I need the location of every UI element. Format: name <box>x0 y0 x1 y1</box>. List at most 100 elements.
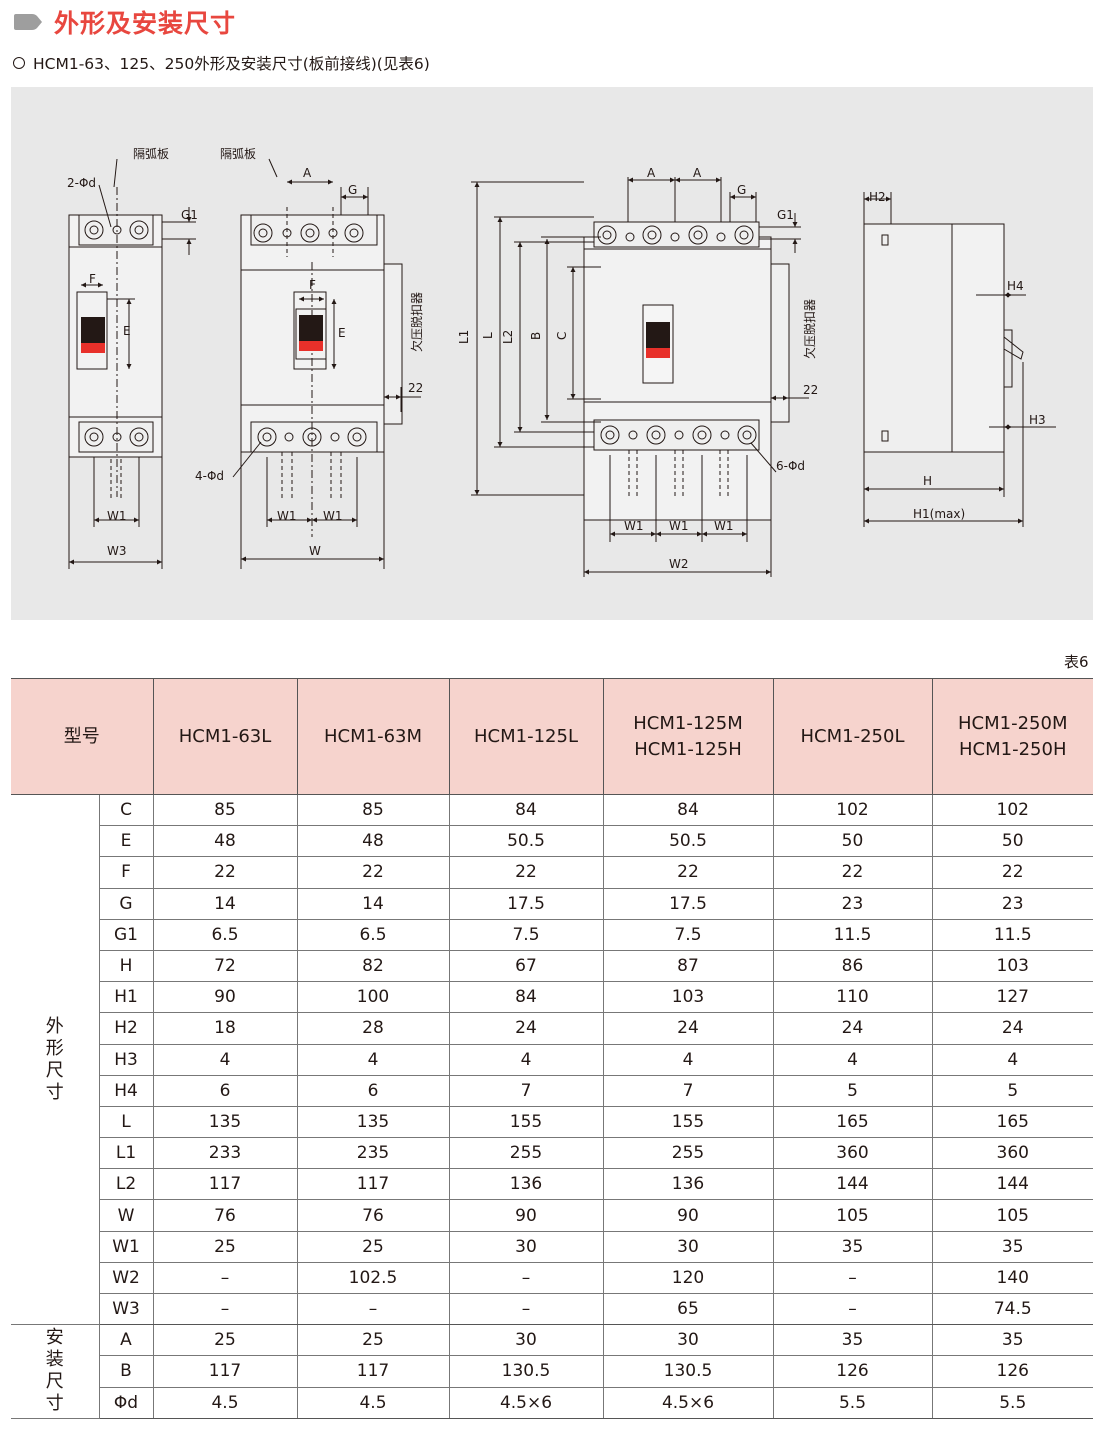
dimension-value: 48 <box>152 825 297 858</box>
dim-w1-label-2: W1 <box>277 509 297 523</box>
dim-a-label: A <box>303 166 312 180</box>
dim-h2-label: H2 <box>869 190 886 204</box>
dimension-value: 100 <box>296 981 449 1014</box>
dimension-value: 85 <box>296 794 449 827</box>
dimension-value: 5 <box>772 1075 932 1107</box>
dimension-value: – <box>772 1262 932 1295</box>
dim-w1-label-5: W1 <box>669 519 689 533</box>
section-header: 外形及安装尺寸 <box>12 4 236 40</box>
dim-w1-label-3: W1 <box>323 509 343 523</box>
dimension-value: 22 <box>296 856 449 889</box>
model-name: HCM1-63L <box>178 725 272 747</box>
dimension-value: 23 <box>772 888 932 920</box>
dimension-code: H1 <box>98 981 153 1014</box>
dimension-code: H2 <box>98 1012 153 1045</box>
model-column-header: HCM1-125M HCM1-125H <box>602 678 773 795</box>
dimension-value: 102.5 <box>296 1262 449 1295</box>
dim-h1max-label: H1(max) <box>913 507 965 521</box>
dimension-value: 136 <box>602 1168 773 1201</box>
dimension-value: 235 <box>296 1137 449 1170</box>
dimension-value: 7 <box>602 1075 773 1107</box>
dimension-value: 24 <box>931 1012 1093 1045</box>
dimension-value: 84 <box>448 981 603 1014</box>
dimension-value: 165 <box>931 1106 1093 1139</box>
dim-w1-label-4: W1 <box>624 519 644 533</box>
dim-w1-label: W1 <box>107 509 127 523</box>
dimension-value: 87 <box>602 950 773 983</box>
hole-4-label: 4-Φd <box>195 469 224 483</box>
dimension-value: 135 <box>296 1106 449 1139</box>
dim-h-label: H <box>923 474 932 488</box>
dimension-value: 17.5 <box>602 888 773 920</box>
dimension-value: 103 <box>602 981 773 1014</box>
dimension-value: 144 <box>772 1168 932 1201</box>
dimension-value: 255 <box>602 1137 773 1170</box>
dimension-value: 22 <box>931 856 1093 889</box>
model-name: HCM1-125M <box>633 712 743 734</box>
group-label-text: 外形尺寸 <box>45 1015 64 1103</box>
dim-22-label-2: 22 <box>803 383 818 397</box>
dimension-value: 130.5 <box>448 1355 603 1388</box>
dim-e-label: E <box>123 324 131 338</box>
dimension-value: 18 <box>152 1012 297 1045</box>
dimension-code: A <box>98 1324 153 1357</box>
dimension-value: 6 <box>296 1075 449 1107</box>
dimension-value: 17.5 <box>448 888 603 920</box>
dimension-value: 130.5 <box>602 1355 773 1388</box>
dimension-value: 22 <box>772 856 932 889</box>
model-column-header: HCM1-63M <box>296 678 449 795</box>
dimension-code: W2 <box>98 1262 153 1295</box>
dimension-value: 25 <box>296 1231 449 1263</box>
dim-w1-label-6: W1 <box>714 519 734 533</box>
circle-bullet-icon <box>13 57 25 69</box>
model-name: HCM1-125H <box>634 738 742 760</box>
dimension-value: 11.5 <box>772 919 932 951</box>
dim-22-label: 22 <box>408 381 423 395</box>
dim-f-label: F <box>89 272 96 286</box>
dimension-value: 4 <box>152 1044 297 1076</box>
dimension-value: 35 <box>772 1231 932 1263</box>
dimension-code: E <box>98 825 153 858</box>
dimension-value: 4 <box>931 1044 1093 1076</box>
group-label: 安装尺寸 <box>11 1324 99 1419</box>
dimension-code: H4 <box>98 1075 153 1107</box>
dimension-value: 22 <box>602 856 773 889</box>
dimension-value: 360 <box>931 1137 1093 1170</box>
dimension-value: 4.5 <box>152 1387 297 1419</box>
subtitle-text: HCM1-63、125、250外形及安装尺寸(板前接线)(见表6) <box>33 55 430 73</box>
dim-w-label: W <box>309 544 321 558</box>
dimension-value: 117 <box>296 1168 449 1201</box>
dimension-value: 90 <box>152 981 297 1014</box>
dimension-value: 4 <box>448 1044 603 1076</box>
model-header: 型号 <box>11 678 153 795</box>
dimension-value: 135 <box>152 1106 297 1139</box>
subtitle: HCM1-63、125、250外形及安装尺寸(板前接线)(见表6) <box>13 52 430 74</box>
dimension-value: 103 <box>931 950 1093 983</box>
dimension-value: 126 <box>931 1355 1093 1388</box>
dim-h3-label: H3 <box>1029 413 1046 427</box>
dimension-value: 5.5 <box>772 1387 932 1419</box>
dimension-value: 14 <box>296 888 449 920</box>
dim-g-label: G <box>348 183 357 197</box>
hole-6-label: 6-Φd <box>776 459 805 473</box>
dimension-code: W1 <box>98 1231 153 1263</box>
dimension-value: 50 <box>772 825 932 858</box>
group-label: 外形尺寸 <box>11 794 99 1326</box>
dimension-value: 6.5 <box>152 919 297 951</box>
dimension-value: 65 <box>602 1293 773 1326</box>
dimension-value: 4.5×6 <box>448 1387 603 1419</box>
uv-release-label-2: 欠压脱扣器 <box>802 299 817 359</box>
dimension-value: 117 <box>296 1355 449 1388</box>
dimension-value: 90 <box>448 1199 603 1232</box>
hole-2-label: 2-Φd <box>67 176 96 190</box>
dimension-value: 117 <box>152 1168 297 1201</box>
group-label-text: 安装尺寸 <box>45 1327 64 1415</box>
dimension-value: 4.5 <box>296 1387 449 1419</box>
arc-plate-label: 隔弧板 <box>133 147 169 161</box>
